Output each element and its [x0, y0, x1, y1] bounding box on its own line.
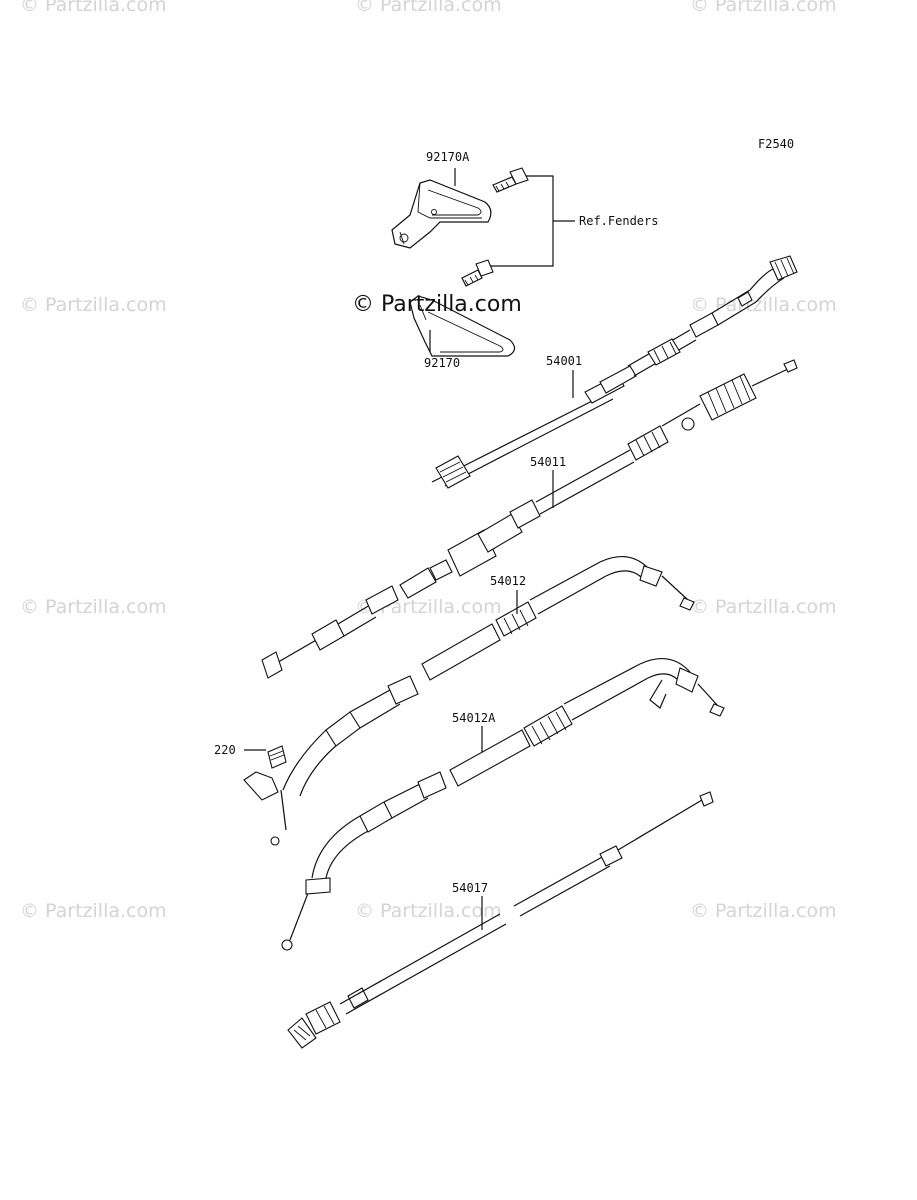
label-92170a: 92170A: [426, 150, 470, 164]
bolt-lower: [461, 259, 494, 287]
watermark: © Partzilla.com: [355, 900, 502, 922]
ref-bracket: [490, 175, 554, 267]
label-54017: 54017: [452, 881, 488, 895]
label-54012: 54012: [490, 574, 526, 588]
label-220: 220: [214, 743, 236, 757]
watermark: © Partzilla.com: [20, 294, 167, 316]
clip-220-bracket: [243, 771, 279, 801]
cable-54012a: [281, 657, 725, 951]
cable-54001: [431, 255, 798, 489]
bracket-92170: [409, 295, 516, 357]
bolt-upper: [492, 167, 529, 193]
watermark: © Partzilla.com: [20, 0, 167, 16]
bracket-92170a: [391, 179, 492, 249]
label-92170: 92170: [424, 356, 460, 370]
watermark: © Partzilla.com: [690, 900, 837, 922]
label-54001: 54001: [546, 354, 582, 368]
watermark: © Partzilla.com: [20, 596, 167, 618]
label-54012a: 54012A: [452, 711, 496, 725]
watermark: © Partzilla.com: [690, 294, 837, 316]
watermark: © Partzilla.com: [20, 900, 167, 922]
cable-54017: [287, 791, 714, 1049]
watermark: © Partzilla.com: [690, 596, 837, 618]
watermark-main: © Partzilla.com: [352, 292, 522, 317]
bolt-220: [267, 745, 287, 769]
ref-fenders-label: Ref.Fenders: [579, 214, 658, 228]
label-54011: 54011: [530, 455, 566, 469]
figure-code: F2540: [758, 137, 794, 151]
cable-54012: [270, 555, 695, 846]
watermark: © Partzilla.com: [690, 0, 837, 16]
watermark: © Partzilla.com: [355, 0, 502, 16]
cable-54011: [261, 359, 798, 679]
